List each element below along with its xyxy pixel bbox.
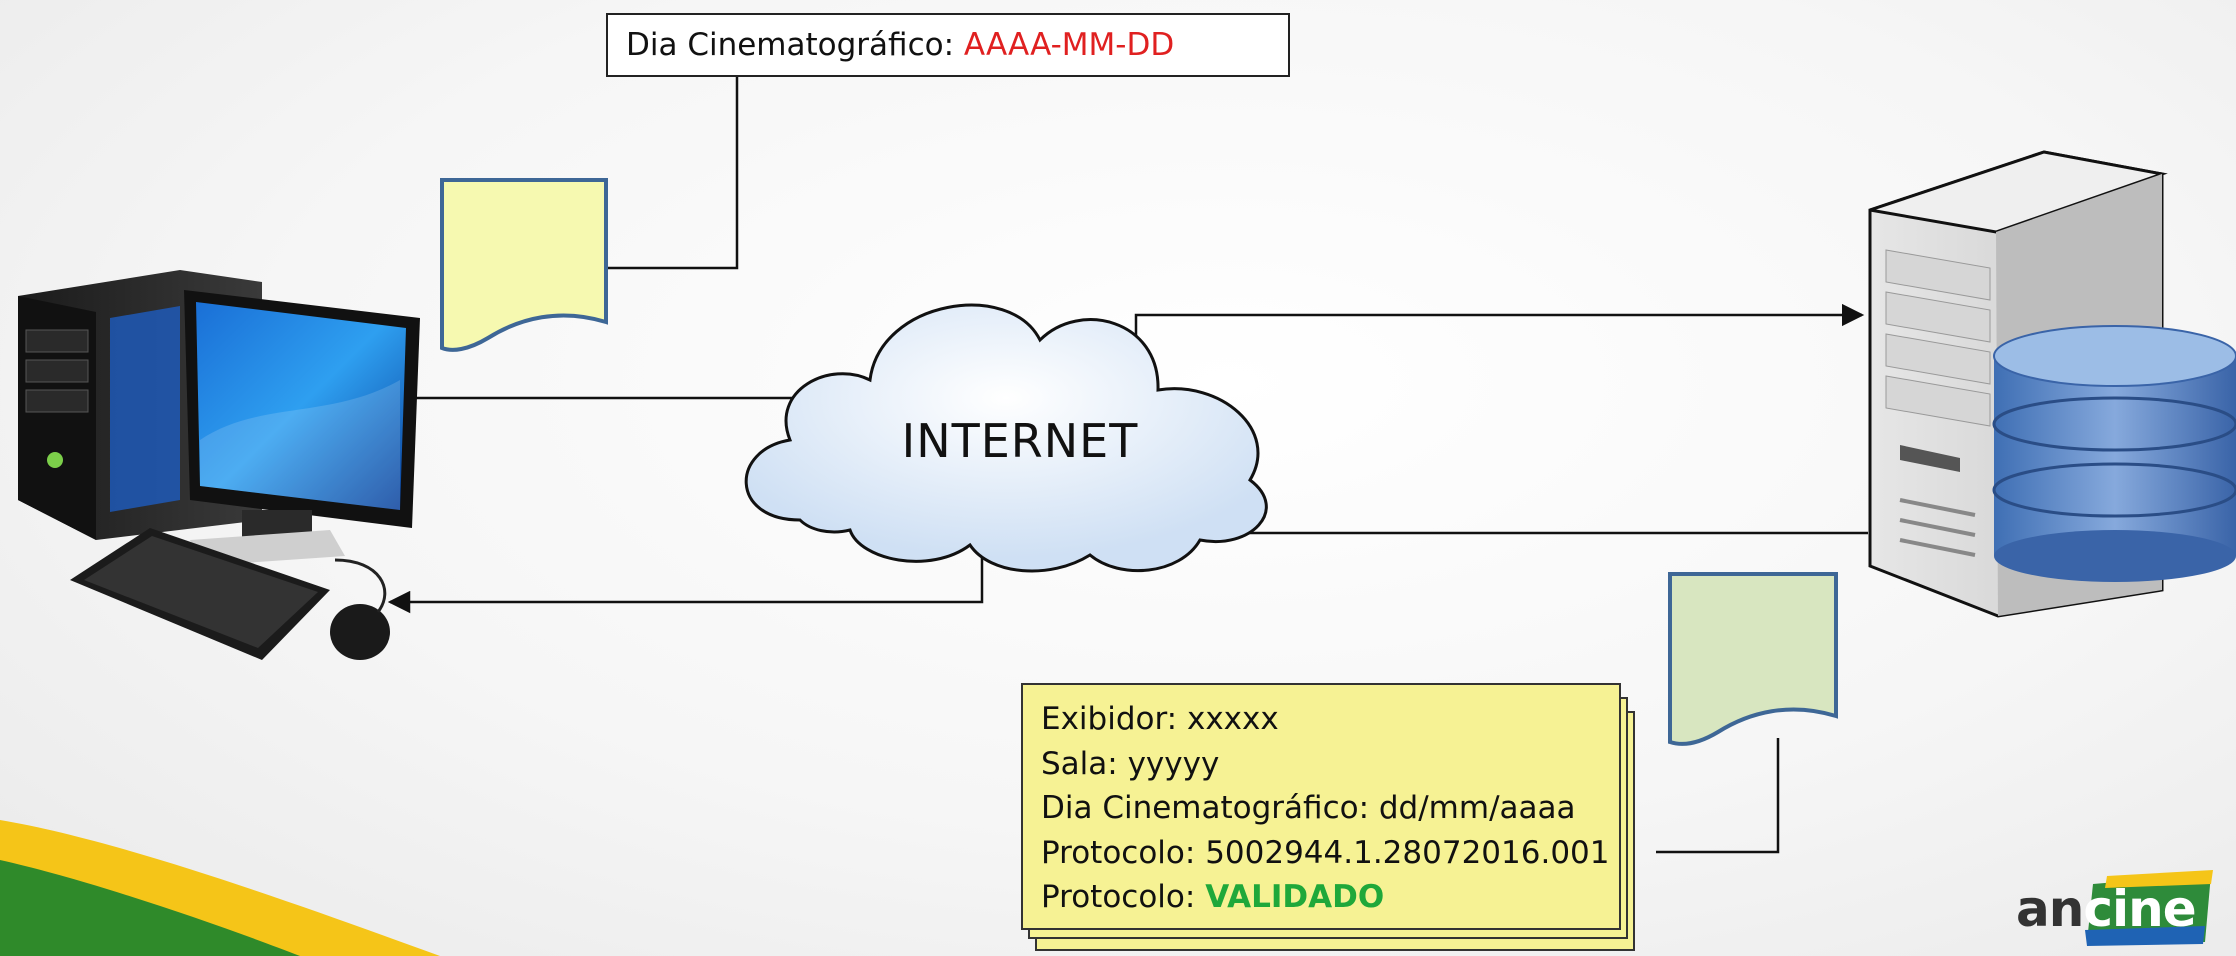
note-line-protocolo: Protocolo: 5002944.1.28072016.001 xyxy=(1041,834,1610,871)
response-note-connector xyxy=(1656,738,1780,854)
note-line-exibidor: Exibidor: xxxxx xyxy=(1041,701,1279,737)
database-icon xyxy=(1992,325,2236,582)
logo-text-an: an xyxy=(2016,880,2084,938)
cloud-label: INTERNET xyxy=(901,414,1139,468)
decorative-wave xyxy=(0,820,440,956)
status-prefix: Protocolo: xyxy=(1041,879,1206,915)
connector-lines xyxy=(387,77,1868,854)
note-line-dia: Dia Cinematográfico: dd/mm/aaaa xyxy=(1041,790,1576,826)
status-validated: VALIDADO xyxy=(1205,879,1385,915)
cloud-to-client-arrow xyxy=(387,555,984,614)
request-label-connector xyxy=(606,77,739,270)
logo-text-cine: cine xyxy=(2083,880,2196,938)
ancine-logo xyxy=(2085,870,2213,946)
request-date-label: Dia Cinematográfico: xyxy=(626,27,964,63)
request-date-box: Dia Cinematográfico: AAAA-MM-DD xyxy=(606,13,1290,77)
cloud-icon xyxy=(744,303,1268,573)
note-line-status: Protocolo: VALIDADO xyxy=(1041,875,1601,920)
desktop-computer-icon xyxy=(18,270,420,660)
note-line-sala: Sala: yyyyy xyxy=(1041,745,1220,782)
cloud-to-server-arrow xyxy=(1134,303,1865,336)
response-note: Exibidor: xxxxx Sala: yyyyy Dia Cinemato… xyxy=(1021,683,1621,930)
request-date-placeholder: AAAA-MM-DD xyxy=(963,27,1175,63)
request-document-icon xyxy=(440,178,608,352)
ancine-logo-text: ancine xyxy=(2016,880,2197,938)
response-document-icon xyxy=(1668,572,1838,746)
